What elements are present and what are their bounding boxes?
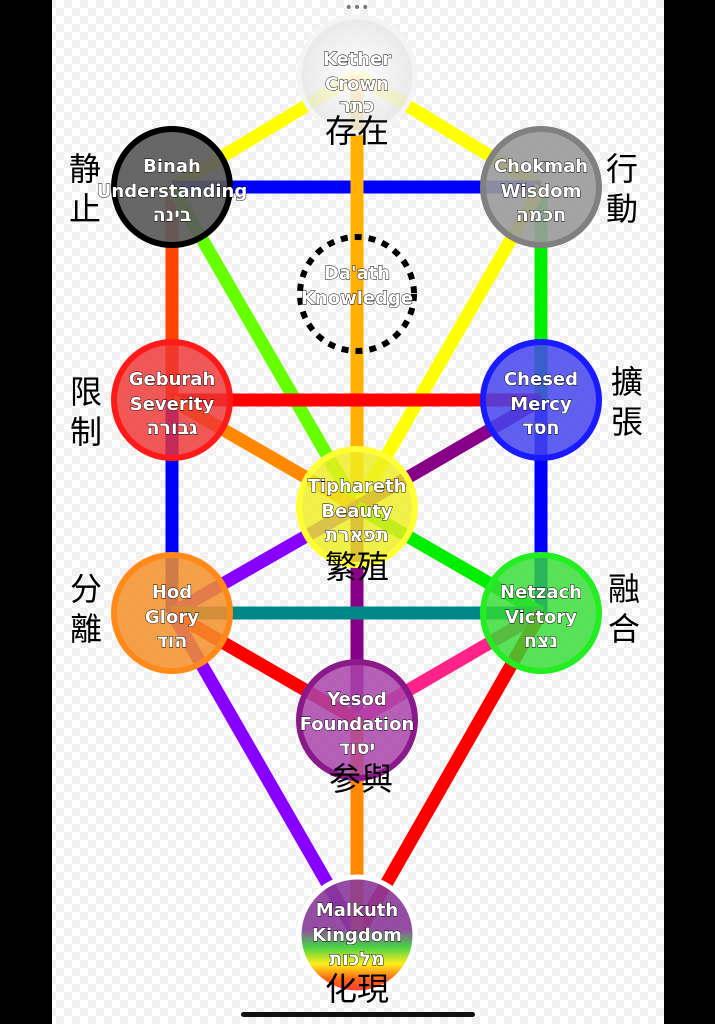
yesod-circle [296,659,418,781]
annotation-yesod: 参與 [329,760,393,798]
annotation-char: 動 [606,190,638,228]
sephirah-netzach: Netzach Victory נצח [480,552,602,674]
chokmah-hebrew: חכמה [516,204,567,226]
path-netzach-malkuth [351,609,547,939]
sephirah-yesod: Yesod Foundation יסוד [296,659,418,781]
annotation-char: 合 [608,610,640,648]
binah-meaning: Understanding [97,181,247,202]
sephirah-malkuth: Malkuth Kingdom מלכות [296,874,418,996]
malkuth-circle [296,874,418,996]
more-dots-icon[interactable]: ••• [345,0,370,16]
annotations: 存在 繁殖 参與 化現 静止 行動 限制 擴張 分離 融合 [69,112,643,1008]
tiphareth-hebrew: תפארת [325,524,389,546]
binah-hebrew: בינה [153,204,192,226]
hod-circle [111,552,233,674]
daath-meaning: Knowledge [301,288,413,309]
chesed-meaning: Mercy [510,394,572,415]
sephirah-chesed: Chesed Mercy חסד [480,339,602,461]
sephirah-binah: Binah Understanding בינה [96,126,248,248]
daath-circle [297,234,417,354]
netzach-circle [480,552,602,674]
sephirah-geburah: Geburah Severity גבורה [111,339,233,461]
annotation-geburah: 限制 [70,373,102,451]
binah-circle [111,126,233,248]
chokmah-circle [480,126,602,248]
annotation-chesed: 擴張 [611,363,643,441]
geburah-name: Geburah [129,369,216,390]
path-chokmah-tiphareth [351,183,547,511]
binah-name: Binah [143,156,201,177]
hod-name: Hod [152,582,192,603]
yesod-hebrew: יסוד [339,737,375,759]
path-hod-malkuth [166,609,363,939]
annotation-char: 止 [69,190,101,228]
netzach-hebrew: נצח [524,630,558,652]
annotation-binah: 静止 [69,150,101,228]
sephirah-kether: Kether Crown כתר [296,14,418,136]
netzach-meaning: Victory [505,607,577,628]
annotation-char: 制 [70,413,102,451]
annotation-netzach: 融合 [608,570,640,648]
chesed-name: Chesed [504,369,578,390]
annotation-char: 張 [611,403,643,441]
malkuth-meaning: Kingdom [312,925,402,946]
geburah-circle [111,339,233,461]
yesod-meaning: Foundation [300,714,415,735]
annotation-char: 擴 [611,363,643,401]
malkuth-name: Malkuth [316,900,398,921]
annotation-char: 分 [70,570,102,608]
annotation-kether: 存在 [325,112,389,150]
sephirah-chokmah: Chokmah Wisdom חכמה [480,126,602,248]
netzach-name: Netzach [500,582,582,603]
kether-name: Kether [323,49,391,70]
sephirah-hod: Hod Glory הוד [111,552,233,674]
sephirah-daath: Da'ath Knowledge [297,234,417,354]
chesed-circle [480,339,602,461]
tiphareth-meaning: Beauty [321,501,392,522]
hod-hebrew: הוד [157,630,188,652]
annotation-char: 融 [608,570,640,608]
annotation-malkuth: 化現 [325,970,389,1008]
chokmah-name: Chokmah [494,156,588,177]
hod-meaning: Glory [145,607,199,628]
chesed-hebrew: חסד [522,417,559,439]
kether-hebrew: כתר [339,95,374,117]
kether-circle [296,14,418,136]
geburah-hebrew: גבורה [146,417,197,439]
annotation-hod: 分離 [70,570,102,648]
annotation-char: 限 [70,373,102,411]
annotation-char: 離 [70,610,102,648]
home-indicator[interactable] [241,1012,475,1017]
annotation-char: 行 [606,150,638,188]
path-binah-tiphareth [166,183,363,511]
malkuth-hebrew: מלכות [329,948,385,970]
sephirah-tiphareth: Tiphareth Beauty תפארת [296,446,418,568]
kether-meaning: Crown [325,74,389,95]
daath-name: Da'ath [324,263,390,284]
tiphareth-circle [296,446,418,568]
chokmah-meaning: Wisdom [501,181,582,202]
tiphareth-name: Tiphareth [308,476,407,497]
sephirot: Kether Crown כתר Binah Understanding בינ… [96,14,602,996]
yesod-name: Yesod [326,689,387,710]
annotation-chokmah: 行動 [606,150,638,228]
annotation-char: 静 [69,150,101,188]
geburah-meaning: Severity [130,394,215,415]
annotation-tiphareth: 繁殖 [325,548,389,586]
